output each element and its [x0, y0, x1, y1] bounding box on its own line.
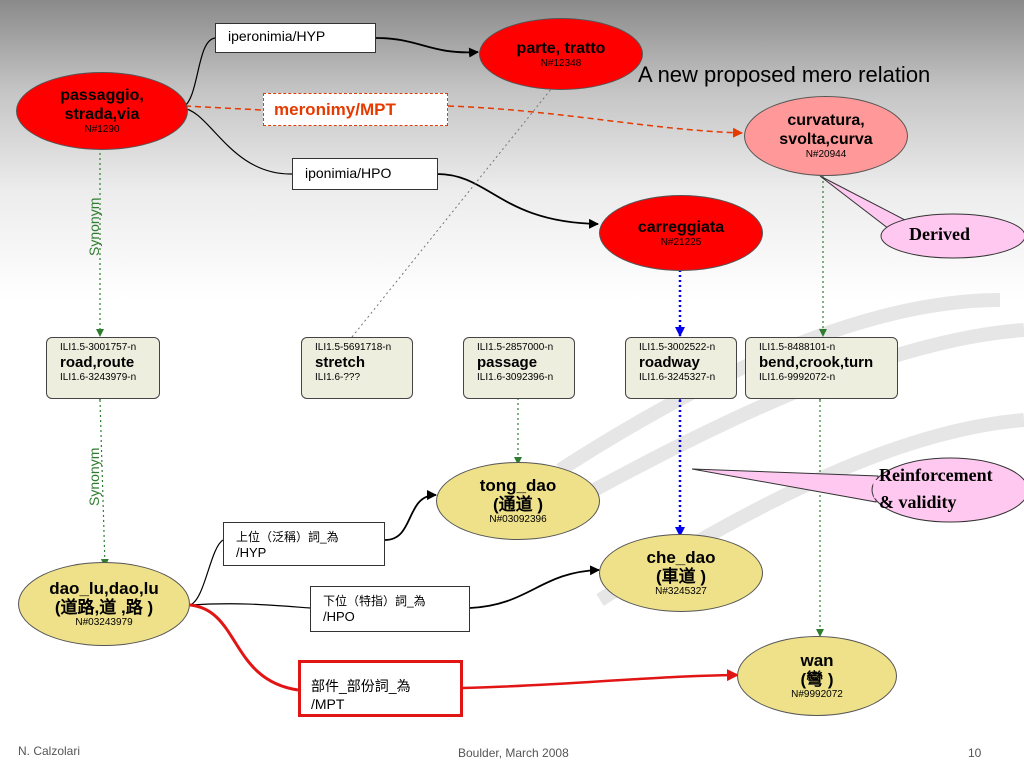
node-passaggio-line1: passaggio,	[60, 87, 144, 104]
ili-bend-bottom: ILI1.6-9992072-n	[759, 372, 836, 383]
ili-passage-top: ILI1.5-2857000-n	[477, 342, 554, 353]
ili-box-stretch: ILI1.5-5691718-n stretch ILI1.6-???	[301, 337, 413, 399]
node-wan-line2: (彎 )	[800, 670, 834, 689]
hyp-arrow	[375, 37, 479, 58]
synonym-label-lower: Synonym	[86, 447, 102, 506]
footer-page-number: 10	[968, 746, 982, 760]
node-tongdao-line2: (通道 )	[492, 495, 544, 514]
node-parte-label: parte, tratto	[516, 39, 606, 57]
mpt-dashed-arrow	[184, 105, 742, 133]
ili-stretch-bottom: ILI1.6-???	[315, 372, 361, 383]
callout-reinforcement-line1: Reinforcement	[879, 465, 993, 485]
node-parte: parte, tratto N#12348	[479, 18, 643, 90]
ili-box-bend: ILI1.5-8488101-n bend,crook,turn ILI1.6-…	[745, 337, 898, 399]
slide-heading: A new proposed mero relation	[638, 62, 931, 87]
node-chedao-line2: (車道 )	[655, 567, 707, 586]
relation-hpo-zh-line2: /HPO	[323, 609, 355, 624]
ili-passage-word: passage	[477, 354, 538, 371]
hpo-link-in	[181, 107, 293, 175]
node-daolu-line1: dao_lu,dao,lu	[49, 579, 159, 598]
relation-hyp-it-label: iperonimia/HYP	[228, 28, 326, 44]
footer-event: Boulder, March 2008	[458, 746, 569, 760]
node-passaggio-line2: strada,via	[64, 106, 140, 123]
node-wan-line1: wan	[800, 651, 834, 670]
ili-roadway-word: roadway	[639, 354, 700, 371]
node-wan-code: N#9992072	[791, 689, 843, 700]
node-passaggio-code: N#1290	[84, 124, 120, 135]
node-curvatura-line2: svolta,curva	[779, 131, 873, 148]
zh-mpt-arrow	[461, 669, 739, 690]
zh-hyp-arrow	[384, 490, 437, 541]
node-chedao: che_dao (車道 ) N#3245327	[599, 534, 763, 612]
relation-hyp-zh-line1: 上位（泛稱）詞_為	[236, 530, 339, 544]
ili-stretch-top: ILI1.5-5691718-n	[315, 342, 392, 353]
zh-mpt-link-in	[189, 603, 299, 692]
ili-stretch-word: stretch	[315, 354, 366, 371]
relation-mpt-zh-line2: /MPT	[311, 696, 345, 712]
reinforcement-callout	[691, 457, 1024, 523]
ili-box-roadway: ILI1.5-3002522-n roadway ILI1.6-3245327-…	[625, 337, 737, 399]
node-tongdao: tong_dao (通道 ) N#03092396	[436, 462, 600, 540]
ili-road-top: ILI1.5-3001757-n	[60, 342, 137, 353]
node-daolu: dao_lu,dao,lu (道路,道 ,路 ) N#03243979	[18, 562, 190, 646]
hpo-arrow	[436, 173, 599, 229]
relation-hyp-zh: 上位（泛稱）詞_為 /HYP	[223, 522, 385, 566]
node-daolu-code: N#03243979	[75, 617, 133, 628]
relation-hpo-zh: 下位（特指）詞_為 /HPO	[310, 586, 470, 632]
node-chedao-line1: che_dao	[646, 548, 716, 567]
node-curvatura-code: N#20944	[805, 149, 847, 160]
callout-reinforcement-line2: & validity	[879, 492, 957, 512]
node-daolu-line2: (道路,道 ,路 )	[54, 598, 154, 617]
ili-roadway-top: ILI1.5-3002522-n	[639, 342, 716, 353]
stretch-to-parte-link	[351, 77, 561, 338]
ili-road-bottom: ILI1.6-3243979-n	[60, 372, 137, 383]
ili-bend-top: ILI1.5-8488101-n	[759, 342, 836, 353]
callout-derived-text: Derived	[909, 224, 970, 244]
relation-hpo-it: iponimia/HPO	[292, 158, 438, 190]
derived-callout	[819, 175, 1024, 259]
node-passaggio: passaggio, strada,via N#1290	[16, 72, 188, 150]
node-chedao-code: N#3245327	[655, 586, 707, 597]
ili-box-road: ILI1.5-3001757-n road,route ILI1.6-32439…	[46, 337, 160, 399]
zh-hyp-link-in	[189, 539, 224, 606]
zh-hpo-link-in	[189, 603, 311, 609]
synonym-label-upper: Synonym	[86, 197, 102, 256]
relation-hpo-it-label: iponimia/HPO	[305, 165, 392, 181]
node-tongdao-code: N#03092396	[489, 514, 547, 525]
relation-hyp-it: iperonimia/HYP	[215, 23, 376, 53]
ili-roadway-bottom: ILI1.6-3245327-n	[639, 372, 716, 383]
relation-mpt-it-label: meronimy/MPT	[274, 100, 396, 119]
footer-author: N. Calzolari	[18, 744, 81, 758]
ili-box-passage: ILI1.5-2857000-n passage ILI1.6-3092396-…	[463, 337, 575, 399]
node-tongdao-line1: tong_dao	[479, 476, 557, 495]
ili-road-word: road,route	[60, 354, 135, 371]
node-parte-code: N#12348	[540, 57, 582, 69]
relation-mpt-zh-line1: 部件_部份詞_為	[311, 678, 411, 694]
node-curvatura: curvatura, svolta,curva N#20944	[744, 96, 908, 176]
hyp-link-in	[181, 37, 217, 109]
relation-hyp-zh-line2: /HYP	[236, 545, 267, 560]
ili-passage-bottom: ILI1.6-3092396-n	[477, 372, 554, 383]
relation-hpo-zh-line1: 下位（特指）詞_為	[323, 594, 426, 608]
zh-hpo-arrow	[469, 565, 600, 609]
ili-bend-word: bend,crook,turn	[759, 354, 874, 371]
relation-mpt-it: meronimy/MPT	[263, 93, 448, 126]
node-wan: wan (彎 ) N#9992072	[737, 636, 897, 716]
relation-mpt-zh: 部件_部份詞_為 /MPT	[298, 660, 463, 717]
node-carreggiata: carreggiata N#21225	[599, 195, 763, 271]
node-carreggiata-label: carreggiata	[637, 218, 725, 236]
node-carreggiata-code: N#21225	[660, 236, 702, 248]
node-curvatura-line1: curvatura,	[787, 112, 865, 129]
